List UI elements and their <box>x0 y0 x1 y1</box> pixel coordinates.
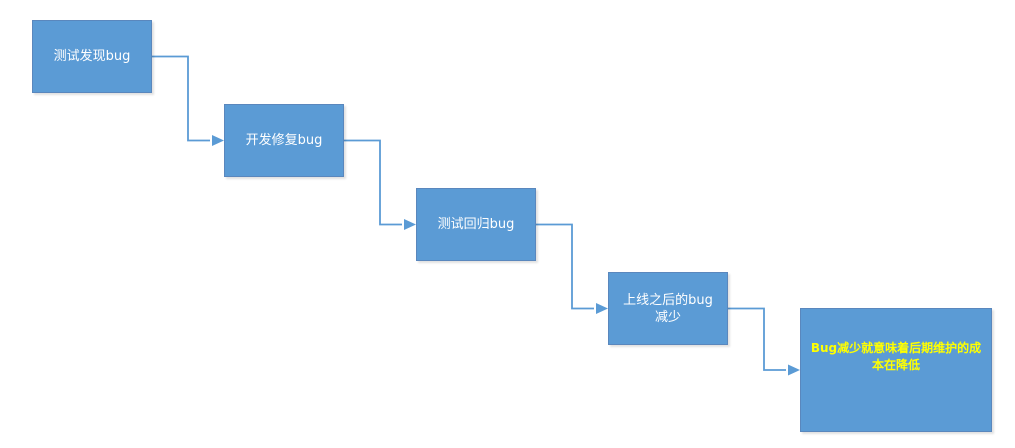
connector-step2-to-step3-arrowhead <box>404 219 416 230</box>
process-box-label: 上线之后的bug减少 <box>623 292 713 325</box>
connector-step1-to-step2 <box>152 55 210 142</box>
connector-step2-to-step3 <box>344 139 402 226</box>
connector-step3-to-step4-arrowhead <box>596 303 608 314</box>
connector-step1-to-step2-arrowhead <box>212 135 224 146</box>
process-box-step-2: 开发修复bug <box>224 104 344 177</box>
connector-step4-to-conclusion <box>728 307 786 371</box>
conclusion-label: Bug减少就意味着后期维护的成本在降低 <box>810 341 982 372</box>
process-box-label: 测试回归bug <box>437 217 515 232</box>
process-box-label: 开发修复bug <box>245 133 323 148</box>
connector-step4-to-conclusion-arrowhead <box>788 364 800 376</box>
connector-step3-to-step4 <box>536 223 594 310</box>
process-box-step-4: 上线之后的bug减少 <box>608 272 728 345</box>
conclusion-box: Bug减少就意味着后期维护的成本在降低 <box>800 308 992 432</box>
process-box-label: 测试发现bug <box>53 49 131 64</box>
process-box-step-1: 测试发现bug <box>32 20 152 93</box>
process-box-step-3: 测试回归bug <box>416 188 536 261</box>
